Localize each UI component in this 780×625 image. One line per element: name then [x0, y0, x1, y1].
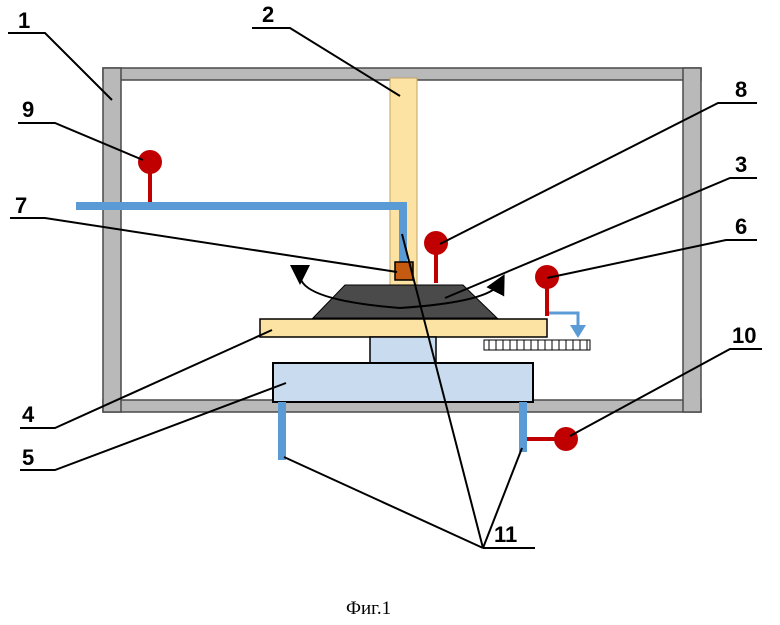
upper-pipe-vertical	[399, 202, 407, 262]
leader-9	[18, 123, 143, 160]
valve-10-head	[554, 427, 578, 451]
leader-2	[252, 28, 400, 96]
leader-1	[8, 33, 112, 100]
valve-8-head	[424, 231, 448, 255]
callout-11: 11	[494, 522, 517, 547]
rotating-disc	[313, 285, 497, 318]
callout-8: 8	[735, 77, 747, 102]
callout-3: 3	[735, 152, 747, 177]
drain-arrow	[570, 325, 586, 338]
leader-8	[440, 103, 757, 244]
callout-4: 4	[22, 402, 35, 427]
leader-3	[445, 178, 757, 298]
base-unit	[273, 363, 533, 402]
callout-9: 9	[22, 97, 34, 122]
platform	[260, 319, 547, 337]
callout-10: 10	[732, 323, 756, 348]
platform-support	[370, 337, 436, 363]
upper-pipe	[76, 202, 407, 262]
valve-8	[424, 231, 448, 283]
valve-6	[535, 265, 559, 316]
valve-9-head	[138, 150, 162, 174]
leader-6	[547, 240, 757, 278]
outlet-pipe-right	[519, 402, 527, 452]
outlet-pipe-left	[278, 402, 286, 460]
callout-2: 2	[262, 2, 274, 27]
callout-5: 5	[22, 445, 34, 470]
figure-caption: Фиг.1	[346, 598, 391, 619]
callout-7: 7	[15, 193, 27, 218]
callout-1: 1	[18, 8, 30, 33]
valve-10	[527, 427, 578, 451]
leader-4	[20, 330, 272, 428]
frame-left	[103, 68, 121, 412]
valve-9	[138, 150, 162, 202]
upper-pipe-horizontal	[76, 202, 406, 210]
drain-pipe	[547, 313, 578, 325]
callout-6: 6	[735, 214, 747, 239]
collection-tray	[484, 340, 590, 350]
leader-10	[570, 349, 762, 436]
leader-11-left	[284, 457, 483, 548]
leader-7	[10, 218, 397, 272]
